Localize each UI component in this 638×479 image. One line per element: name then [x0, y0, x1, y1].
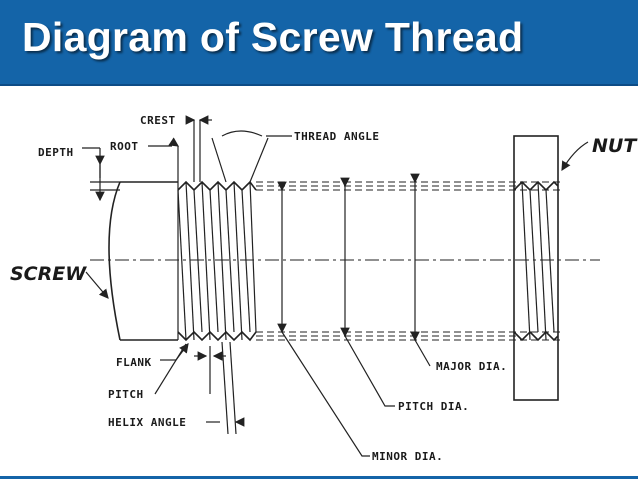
screw-thread-diagram: CREST ROOT DEPTH THREAD ANGLE NUT SCREW …: [10, 114, 638, 463]
label-depth: DEPTH: [38, 146, 74, 159]
label-root: ROOT: [110, 140, 139, 153]
label-flank: FLANK: [116, 356, 152, 369]
title-bar: Diagram of Screw Thread: [0, 0, 638, 86]
screw-threads: [177, 180, 257, 342]
label-helix-angle: HELIX ANGLE: [108, 416, 186, 429]
label-crest: CREST: [140, 114, 176, 127]
leader-lines: [82, 115, 589, 457]
label-screw: SCREW: [10, 263, 87, 285]
bottom-rule: [0, 476, 638, 479]
label-pitch-dia: PITCH DIA.: [398, 400, 469, 413]
label-major-dia: MAJOR DIA.: [436, 360, 507, 373]
diameter-lines: [256, 181, 560, 341]
page-title: Diagram of Screw Thread: [22, 14, 524, 60]
screw-body: [108, 181, 179, 341]
label-thread-angle: THREAD ANGLE: [294, 130, 379, 143]
label-minor-dia: MINOR DIA.: [372, 450, 443, 463]
nut: [513, 135, 559, 401]
label-pitch: PITCH: [108, 388, 144, 401]
diameter-dimensions: [277, 173, 420, 342]
label-nut: NUT: [592, 135, 638, 157]
